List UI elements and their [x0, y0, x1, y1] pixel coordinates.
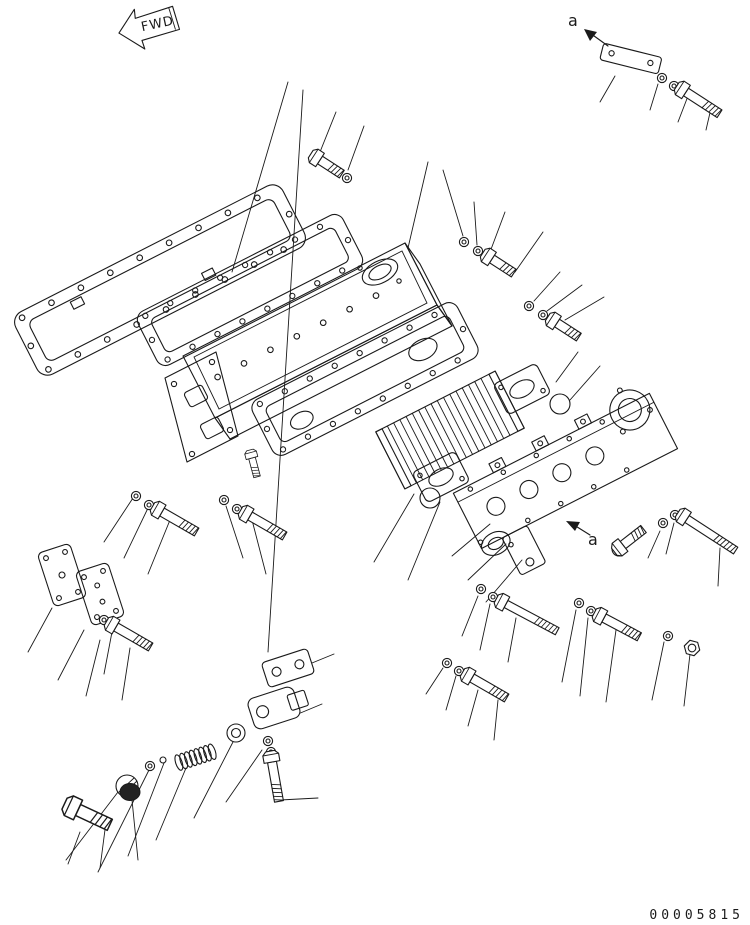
- fwd-label: FWD: [140, 14, 176, 36]
- gasket-middle: [136, 213, 364, 367]
- view-label-a-side: a: [588, 530, 598, 549]
- fastener-group-a: [458, 236, 518, 279]
- washer: [662, 630, 674, 642]
- view-label-a-top: a: [568, 11, 578, 30]
- gasket-outer: [14, 184, 306, 376]
- bushing: [226, 723, 246, 743]
- fastener-left-1: [130, 490, 200, 539]
- retainer-ring: [144, 760, 156, 772]
- o-ring-lower: [419, 487, 441, 509]
- bolt: [672, 79, 723, 120]
- core-gasket-lower: [413, 452, 469, 502]
- fitting-bolt: [609, 523, 648, 558]
- fwd-direction-arrow: FWD: [118, 5, 181, 50]
- view-a-top-group: a: [568, 11, 724, 120]
- valve-bolt-group: [262, 735, 287, 802]
- bolt: [306, 147, 346, 181]
- leader-lines: [27, 75, 721, 873]
- cover-gasket: [251, 302, 479, 456]
- ball: [159, 756, 167, 764]
- joint-plate: [261, 648, 315, 688]
- plug-gasket: [119, 783, 141, 801]
- plug-group: [60, 783, 141, 835]
- oil-cooler-housing: [452, 387, 679, 575]
- o-ring-upper: [549, 393, 571, 415]
- side-plate-2: [75, 562, 125, 626]
- spring: [174, 743, 217, 771]
- fastener-top-left: [306, 147, 353, 184]
- nut: [681, 638, 703, 658]
- side-plate-1: [37, 543, 87, 607]
- washer: [656, 72, 668, 84]
- plug-bolt: [60, 794, 114, 835]
- part-number: 00005815: [649, 908, 744, 923]
- fastener-bottom-3: [573, 597, 703, 658]
- fastener-bottom-2: [475, 583, 561, 638]
- drain-plug: [244, 448, 263, 478]
- core-gasket-upper: [494, 364, 550, 414]
- fastener-left-2: [218, 494, 288, 543]
- fastener-plate: [98, 615, 154, 654]
- view-a-side-group: a: [566, 506, 740, 558]
- oil-cooler-cover: [164, 242, 453, 478]
- elbow-joint: [247, 686, 309, 730]
- fastener-group-b: [523, 300, 583, 343]
- washer: [341, 172, 353, 184]
- fastener-bottom-1: [441, 657, 510, 705]
